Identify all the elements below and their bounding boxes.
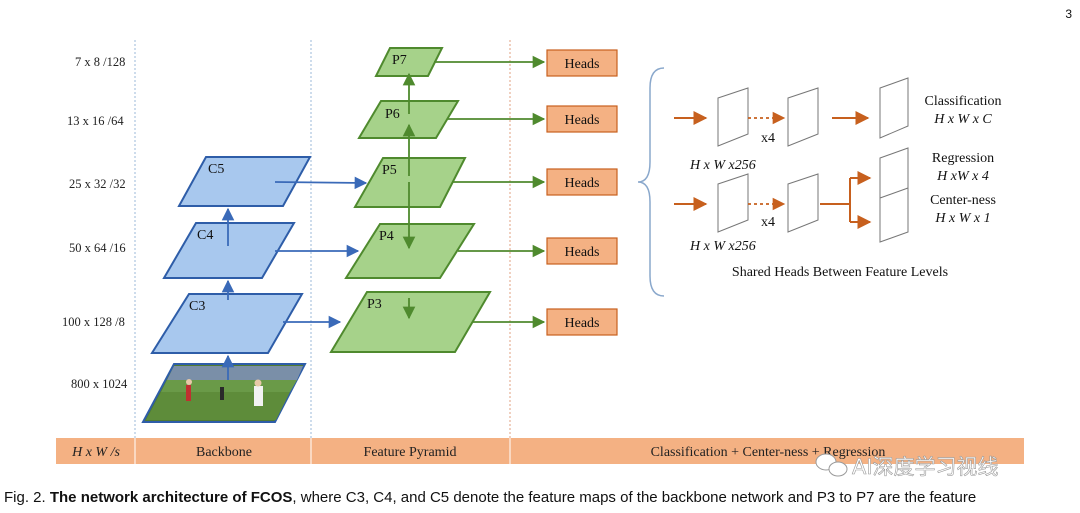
heads-label: Heads [565, 57, 600, 72]
caption-prefix: Fig. 2. [4, 489, 46, 506]
regression-dim: H xW x 4 [936, 169, 989, 184]
caption-rest: , where C3, C4, and C5 denote the featur… [292, 489, 977, 506]
label-p7: P7 [392, 53, 407, 68]
classification-label: Classification [925, 94, 1002, 109]
heads-label: Heads [565, 176, 600, 191]
size-label-input: 800 x 1024 [71, 377, 128, 391]
bar-label-pyramid: Feature Pyramid [364, 445, 457, 460]
caption-bold: The network architecture of FCOS [49, 489, 293, 506]
wechat-icon [815, 453, 848, 477]
repeat-x4-label: x4 [761, 215, 775, 230]
lateral-c5-p5 [274, 176, 368, 190]
backbone-c4 [162, 222, 296, 279]
size-label-p5: 25 x 32 /32 [69, 177, 126, 191]
bar-label-backbone: Backbone [196, 445, 252, 460]
heads-label: Heads [565, 113, 600, 128]
heads-label: Heads [565, 316, 600, 331]
pyramid-p7 [374, 47, 444, 77]
size-label-p7: 7 x 8 /128 [75, 55, 125, 69]
pyramid-p3 [329, 291, 492, 353]
size-label-p3: 100 x 128 /8 [62, 315, 125, 329]
label-p5: P5 [382, 163, 397, 178]
pyramid-p4 [344, 223, 476, 279]
label-p3: P3 [367, 297, 382, 312]
label-c5: C5 [208, 162, 224, 177]
regression-label: Regression [932, 151, 994, 166]
figure-caption: Fig. 2. The network architecture of FCOS… [4, 488, 1080, 508]
backbone-c3 [150, 293, 304, 354]
classification-dim: H x W x C [933, 112, 992, 127]
heads-label: Heads [565, 245, 600, 260]
dim-label-2: H x W x256 [689, 239, 756, 254]
watermark-text: AI深度学习视线 [852, 455, 999, 479]
bar-label-hws: H x W /s [71, 445, 120, 460]
pyramid-p5 [353, 157, 467, 208]
size-label-p6: 13 x 16 /64 [67, 114, 124, 128]
label-c4: C4 [197, 228, 213, 243]
centerness-label: Center-ness [930, 193, 996, 208]
regression-branch [674, 147, 909, 243]
backbone-c5 [177, 156, 312, 207]
heads-box-p5 [546, 168, 618, 196]
wechat-watermark: AI深度学习视线 [815, 453, 999, 479]
heads-box-p6 [546, 105, 618, 133]
label-c3: C3 [189, 299, 205, 314]
pyramid-p6 [357, 100, 460, 139]
bar-label-heads: Classification + Center-ness + Regressio… [651, 445, 886, 460]
dim-label-1: H x W x256 [689, 158, 756, 173]
heads-box-p3 [546, 308, 618, 336]
label-p4: P4 [379, 229, 394, 244]
heads-box-p4 [546, 237, 618, 265]
bottom-bar [56, 438, 1024, 464]
classification-branch [674, 77, 909, 147]
shared-heads-brace [637, 67, 665, 297]
input-image [141, 363, 307, 423]
size-label-p4: 50 x 64 /16 [69, 241, 126, 255]
heads-box-p7 [546, 49, 618, 77]
repeat-x4-label: x4 [761, 131, 775, 146]
label-p6: P6 [385, 107, 400, 122]
shared-heads-title: Shared Heads Between Feature Levels [732, 265, 948, 280]
centerness-dim: H x W x 1 [934, 211, 990, 226]
page-number: 3 [1065, 7, 1072, 21]
